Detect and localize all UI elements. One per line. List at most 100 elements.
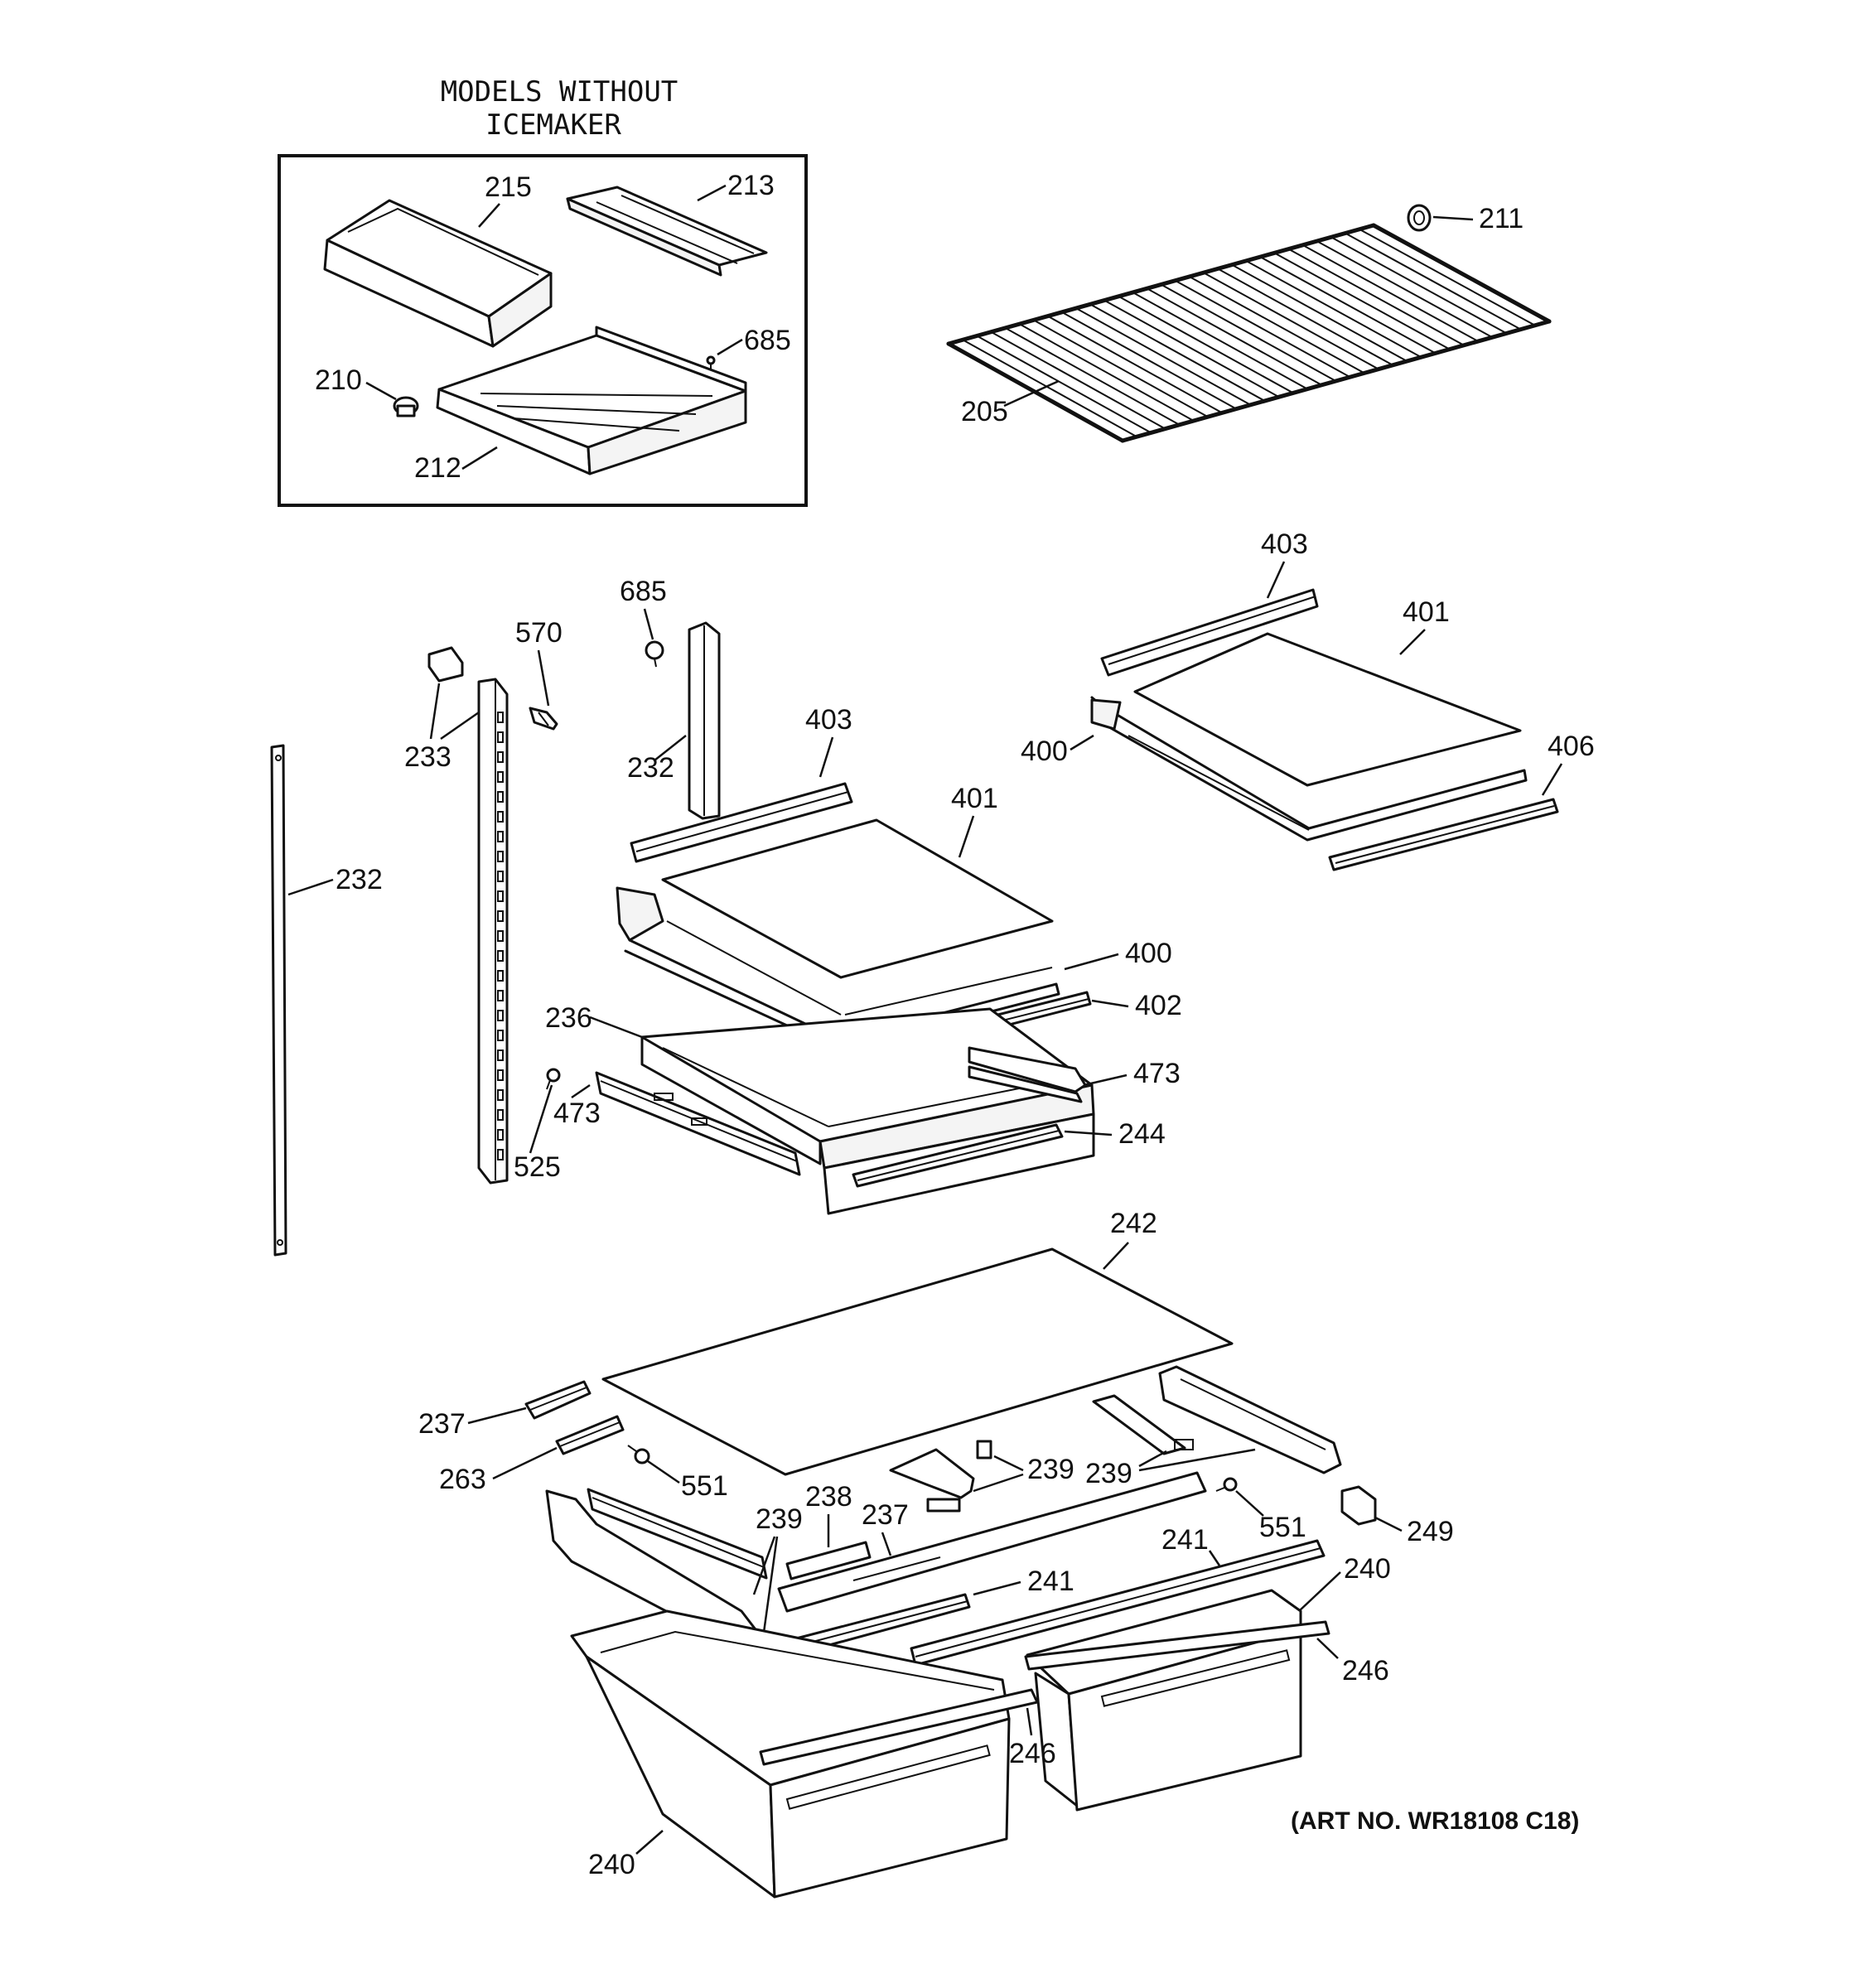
callout-205: 205	[961, 396, 1008, 427]
ladder-slot	[497, 950, 504, 962]
bracket-263	[555, 1415, 625, 1455]
screw-685-inset	[706, 355, 716, 370]
shelf-wire	[1033, 319, 1209, 418]
callout-400-right: 400	[1021, 736, 1068, 767]
callout-238: 238	[805, 1481, 852, 1513]
glass-242	[601, 1247, 1234, 1476]
callout-215: 215	[485, 171, 532, 203]
ladder-slot	[497, 1109, 504, 1121]
ladder-slot	[497, 712, 504, 723]
screw-685-center	[645, 640, 664, 668]
shelf-wire	[1273, 252, 1451, 350]
ladder-slot	[497, 811, 504, 823]
callout-239-center: 239	[1027, 1454, 1074, 1485]
shelf-wire	[1103, 299, 1280, 398]
callout-685-center: 685	[620, 576, 667, 607]
shelf-wire	[1359, 228, 1536, 326]
ladder-slot	[497, 1030, 504, 1041]
ladder-slot	[497, 1010, 504, 1021]
ladder-slot	[497, 851, 504, 862]
inset-models-without-icemaker: MODELS WITHOUT ICEMAKER	[278, 75, 808, 507]
bracket-237-left	[524, 1380, 592, 1420]
shelf-wire	[1061, 311, 1237, 410]
callout-239-left: 239	[756, 1503, 803, 1535]
ladder-slot	[497, 791, 504, 803]
shelf-wire	[1146, 287, 1322, 386]
callout-473-right: 473	[1133, 1058, 1181, 1089]
screw-551-left	[627, 1445, 650, 1464]
callout-406: 406	[1548, 731, 1595, 762]
callout-241-left: 241	[1027, 1566, 1074, 1597]
callout-241-right: 241	[1161, 1524, 1209, 1556]
ladder-slot	[497, 871, 504, 882]
shelf-wire	[1245, 260, 1422, 359]
callout-233: 233	[404, 741, 452, 773]
shelf-wire	[990, 331, 1166, 430]
callout-685-inset: 685	[744, 325, 791, 356]
ice-bin-215	[323, 199, 553, 348]
screw-551-right	[1215, 1477, 1238, 1492]
label-238	[785, 1541, 872, 1580]
tray-support-212	[436, 326, 747, 475]
shelf-wire	[1217, 268, 1393, 366]
shelf-wire	[1075, 307, 1251, 406]
callout-403-center: 403	[805, 704, 852, 736]
shelf-wire	[1047, 315, 1223, 414]
callout-570: 570	[515, 617, 563, 649]
shelf-wire	[1345, 232, 1522, 331]
ladder-slot	[497, 970, 504, 982]
callout-402: 402	[1135, 990, 1182, 1021]
crisper-drawer-240-left	[570, 1609, 1011, 1899]
inset-frame	[278, 154, 808, 507]
callout-240-right: 240	[1344, 1553, 1391, 1585]
ladder-slot	[497, 930, 504, 942]
hinge-239-center	[889, 1440, 992, 1513]
shelf-wire	[1132, 292, 1308, 390]
callout-403-right: 403	[1261, 528, 1308, 560]
callout-551-right: 551	[1259, 1512, 1306, 1543]
callout-400-center: 400	[1125, 938, 1172, 969]
handle-246-left	[759, 1688, 1039, 1766]
callout-401-right: 401	[1403, 596, 1450, 628]
wire-shelf-205	[946, 223, 1552, 443]
drawer-236	[595, 1007, 1095, 1215]
callout-525: 525	[514, 1151, 561, 1183]
shelf-wire	[962, 339, 1137, 438]
rail-232-center	[688, 621, 721, 820]
callout-232-left: 232	[336, 864, 383, 895]
callout-263: 263	[439, 1464, 486, 1495]
glass-shelf-assembly-right	[1090, 588, 1559, 871]
screw-570	[529, 707, 558, 731]
ladder-slot	[497, 1049, 504, 1061]
callout-249: 249	[1407, 1516, 1454, 1547]
fitting-210	[393, 396, 419, 417]
ladder-slot	[497, 771, 504, 783]
shelf-wire	[1203, 272, 1379, 370]
ladder-slot	[497, 731, 504, 743]
shelf-wire	[1161, 283, 1336, 382]
callout-239-right: 239	[1085, 1458, 1132, 1489]
rail-244	[852, 1123, 1064, 1188]
shelf-wire	[1175, 279, 1351, 379]
shelf-wire	[976, 335, 1152, 434]
ladder-slot	[497, 1149, 504, 1160]
screw-473-left	[546, 1068, 561, 1090]
shelf-wire	[1019, 323, 1195, 422]
callout-236: 236	[545, 1002, 592, 1034]
trim-237-center	[777, 1471, 1207, 1613]
shelf-wire	[1089, 303, 1266, 402]
shelf-wire	[1316, 240, 1493, 339]
ladder-slot	[497, 1089, 504, 1101]
ladder-slot	[497, 910, 504, 922]
trim-241-right	[910, 1539, 1326, 1667]
handle-246-right	[1024, 1620, 1330, 1671]
callout-244: 244	[1118, 1118, 1166, 1150]
shelf-clip-211	[1407, 204, 1432, 232]
callout-246-left: 246	[1009, 1738, 1056, 1769]
callout-210: 210	[315, 364, 362, 396]
cap-233	[427, 646, 464, 683]
shelf-wire	[1004, 327, 1181, 426]
shelf-wire	[1287, 248, 1465, 346]
callout-246-right: 246	[1342, 1655, 1389, 1686]
